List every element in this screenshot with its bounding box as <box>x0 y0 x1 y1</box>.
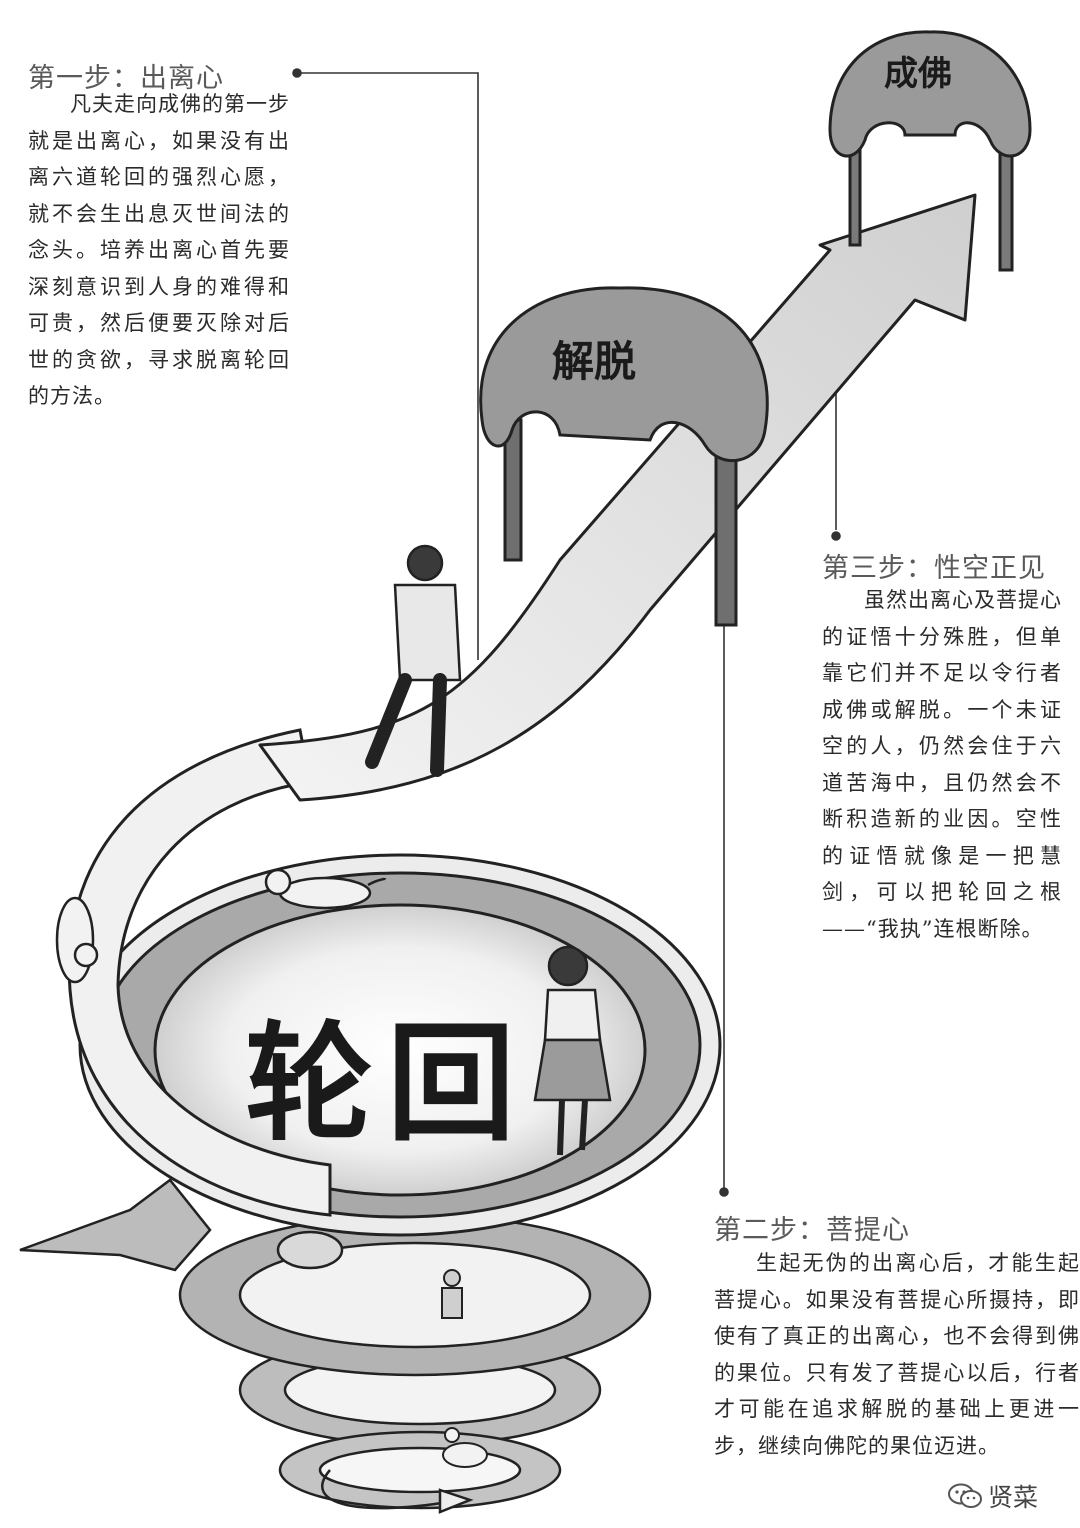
wechat-icon <box>948 1483 982 1508</box>
figure-small-man <box>441 1269 463 1319</box>
figure-ox <box>276 1230 344 1270</box>
figure-duck <box>442 1427 488 1468</box>
gate-buddhahood-label: 成佛 <box>884 54 952 94</box>
spiral-outer-band <box>67 728 332 1217</box>
step-renunciation-body: 凡夫走向成佛的第一步就是出离心，如果没有出离六道轮回的强烈心愿，就不会生出息灭世… <box>28 92 290 408</box>
step-bodhicitta-title: 第二步：菩提心 <box>714 1215 910 1246</box>
step-renunciation-title: 第一步：出离心 <box>28 63 224 94</box>
figure-woman <box>533 945 612 1156</box>
spiral-lower-coils <box>178 1213 652 1514</box>
gate-buddhahood <box>828 30 1032 272</box>
step-emptiness-title: 第三步：性空正见 <box>822 553 1046 584</box>
watermark-text: 贤菜 <box>988 1483 1039 1512</box>
step-bodhicitta-body: 生起无伪的出离心后，才能生起菩提心。如果没有菩提心所摄持，即使有了真正的出离心，… <box>714 1251 1080 1458</box>
figure-walking-man <box>365 544 462 777</box>
figure-bird <box>19 1178 212 1272</box>
figure-goat <box>55 896 99 984</box>
figure-cat <box>264 868 387 910</box>
gate-liberation-label: 解脱 <box>552 337 637 386</box>
watermark: 贤菜 <box>948 1478 1038 1514</box>
step-emptiness-body: 虽然出离心及菩提心的证悟十分殊胜，但单靠它们并不足以令行者成佛或解脱。一个未证空… <box>822 588 1062 941</box>
samsara-label: 轮回 <box>245 1010 530 1159</box>
gate-liberation <box>479 286 769 627</box>
